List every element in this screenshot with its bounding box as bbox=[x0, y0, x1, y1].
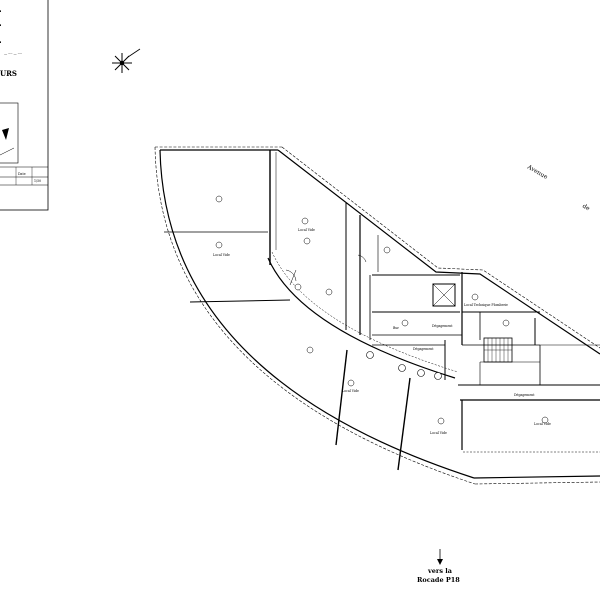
title-scale: 1/50 bbox=[34, 179, 41, 183]
room-label-8: Dégagement bbox=[413, 347, 434, 351]
stair-core bbox=[432, 283, 513, 363]
title-line-1: ▪ bbox=[0, 9, 1, 13]
title-block: ▪ ▪ ▪ — ---- — ---- URS Date 1/50 bbox=[0, 0, 49, 211]
street-label: Avenue de bbox=[525, 163, 591, 212]
title-line-3: ▪ bbox=[0, 40, 1, 44]
room-label-6: Local Technique Plomberie bbox=[464, 303, 508, 307]
room-label-2: Local Vide bbox=[298, 228, 315, 232]
direction-indicator: vers la Rocade P18 bbox=[417, 549, 460, 584]
room-label-4: Local Vide bbox=[430, 431, 447, 435]
room-label-3: Local Vide bbox=[342, 389, 359, 393]
room-label-10: Bur bbox=[393, 326, 399, 330]
direction-label-line-1: vers la bbox=[427, 567, 453, 575]
north-arrow-icon bbox=[112, 48, 141, 73]
location-plan-marker bbox=[2, 128, 9, 140]
building-outline bbox=[154, 146, 600, 485]
interior-walls bbox=[164, 150, 600, 471]
title-partial: URS bbox=[0, 69, 17, 78]
room-labels: Local Vide Local Vide Local Vide Local V… bbox=[213, 228, 551, 435]
columns bbox=[366, 351, 442, 380]
title-line-2: ▪ bbox=[0, 23, 1, 27]
street-label-line-1: Avenue bbox=[525, 163, 549, 181]
title-cell-2: Date bbox=[18, 172, 26, 176]
room-label-5: Local Vide bbox=[534, 422, 551, 426]
room-label-9: Dégagement bbox=[514, 393, 535, 397]
location-plan-inset bbox=[0, 102, 19, 164]
room-label-1: Local Vide bbox=[213, 253, 230, 257]
street-label-line-2: de bbox=[581, 203, 591, 213]
title-dash-line: — ---- — ---- bbox=[4, 52, 22, 56]
room-label-7: Dégagement bbox=[432, 324, 453, 328]
direction-label-line-2: Rocade P18 bbox=[417, 576, 460, 584]
room-tags bbox=[215, 195, 549, 425]
arrow-down-icon bbox=[437, 559, 443, 565]
